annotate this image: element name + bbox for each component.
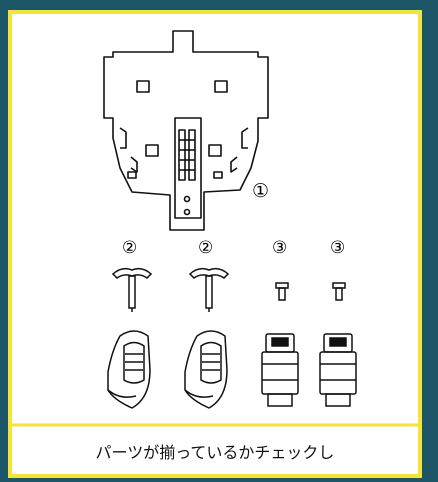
center-spine bbox=[174, 117, 202, 219]
pin-part-left bbox=[275, 282, 289, 301]
main-plate-part bbox=[103, 30, 269, 231]
spine-detail-2 bbox=[188, 129, 196, 181]
plate-hole-3 bbox=[145, 144, 159, 157]
connector-part-left bbox=[261, 333, 299, 407]
spine-hole-2 bbox=[183, 208, 191, 216]
plate-hole-2 bbox=[214, 80, 228, 93]
main-plate-outline bbox=[103, 30, 269, 231]
pin-part-right bbox=[332, 282, 346, 301]
spine-detail-1 bbox=[178, 129, 186, 181]
stand-part-left bbox=[111, 267, 153, 312]
clip-left-1 bbox=[119, 127, 127, 149]
label-part-2-right: ② bbox=[198, 238, 213, 258]
clip-right-1 bbox=[241, 127, 249, 149]
label-part-2-left: ② bbox=[122, 238, 137, 258]
stand-part-right bbox=[188, 267, 230, 312]
seat-part-right bbox=[184, 330, 228, 409]
label-part-3-left: ③ bbox=[272, 238, 287, 258]
seat-part-left bbox=[107, 330, 151, 409]
connector-part-right bbox=[319, 333, 357, 407]
clip-left-2 bbox=[130, 156, 138, 173]
label-part-1: ① bbox=[252, 180, 269, 202]
plate-hole-4 bbox=[208, 144, 222, 157]
label-part-3-right: ③ bbox=[330, 238, 345, 258]
clip-right-2 bbox=[230, 156, 238, 173]
spine-hole-1 bbox=[183, 195, 191, 203]
caption: パーツが揃っているかチェックし bbox=[95, 443, 335, 462]
plate-hole-1 bbox=[136, 80, 150, 93]
